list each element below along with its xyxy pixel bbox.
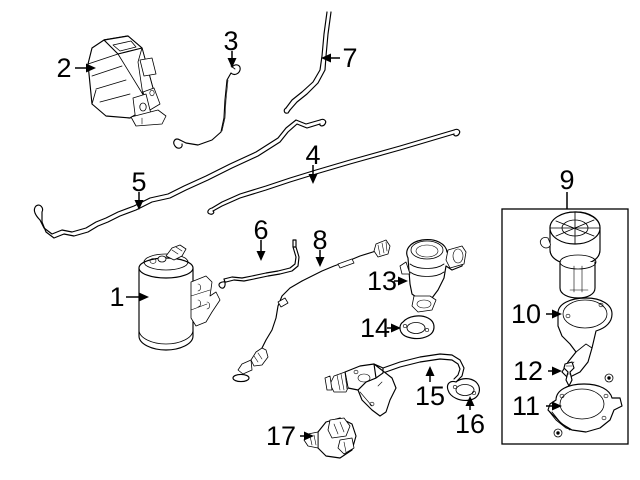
part-filler-vent-pipe xyxy=(283,11,332,114)
callout-number-14: 14 xyxy=(360,313,390,343)
part-purge-hose xyxy=(218,239,300,289)
part-pump-upper-bracket xyxy=(557,297,613,379)
callout-leaders xyxy=(75,51,568,441)
callout-number-8: 8 xyxy=(312,225,327,255)
callout-number-15: 15 xyxy=(415,381,445,411)
part-vent-tube xyxy=(173,64,241,149)
callout-number-2: 2 xyxy=(56,53,71,83)
callout-number-11: 11 xyxy=(512,391,540,421)
part-charcoal-canister-box xyxy=(87,35,167,127)
callout-number-17: 17 xyxy=(266,421,296,451)
part-pump-lower-bracket xyxy=(547,383,623,433)
part-pipe-flange-gasket xyxy=(446,378,480,402)
part-air-check-valve xyxy=(399,239,467,313)
callout-number-13: 13 xyxy=(367,266,397,296)
part-air-injection-pipe xyxy=(324,353,465,417)
callout-number-9: 9 xyxy=(559,165,574,195)
part-bracket-fastener xyxy=(563,361,575,387)
callout-number-10: 10 xyxy=(511,299,541,329)
callout-numbers: 1 2 3 4 5 6 7 8 9 10 11 12 13 14 15 16 1… xyxy=(56,26,574,451)
callout-number-7: 7 xyxy=(342,43,357,73)
part-air-injection-pump xyxy=(540,211,601,299)
part-purge-solenoid-valve xyxy=(303,417,357,459)
part-valve-gasket xyxy=(399,315,435,340)
callout-number-3: 3 xyxy=(223,26,238,56)
part-fuel-vapor-line-long xyxy=(207,128,461,215)
callout-number-4: 4 xyxy=(305,140,320,170)
callout-number-5: 5 xyxy=(131,167,146,197)
air-pump-assembly-inset xyxy=(501,208,629,445)
part-fuel-vapor-line-lower xyxy=(33,118,327,239)
inset-fastener-dots xyxy=(553,373,614,438)
callout-number-1: 1 xyxy=(109,282,124,312)
callout-number-16: 16 xyxy=(455,409,485,439)
part-oxygen-sensor xyxy=(232,239,391,383)
callout-number-12: 12 xyxy=(513,356,543,386)
callout-number-6: 6 xyxy=(253,215,268,245)
part-vapor-canister xyxy=(138,244,221,351)
